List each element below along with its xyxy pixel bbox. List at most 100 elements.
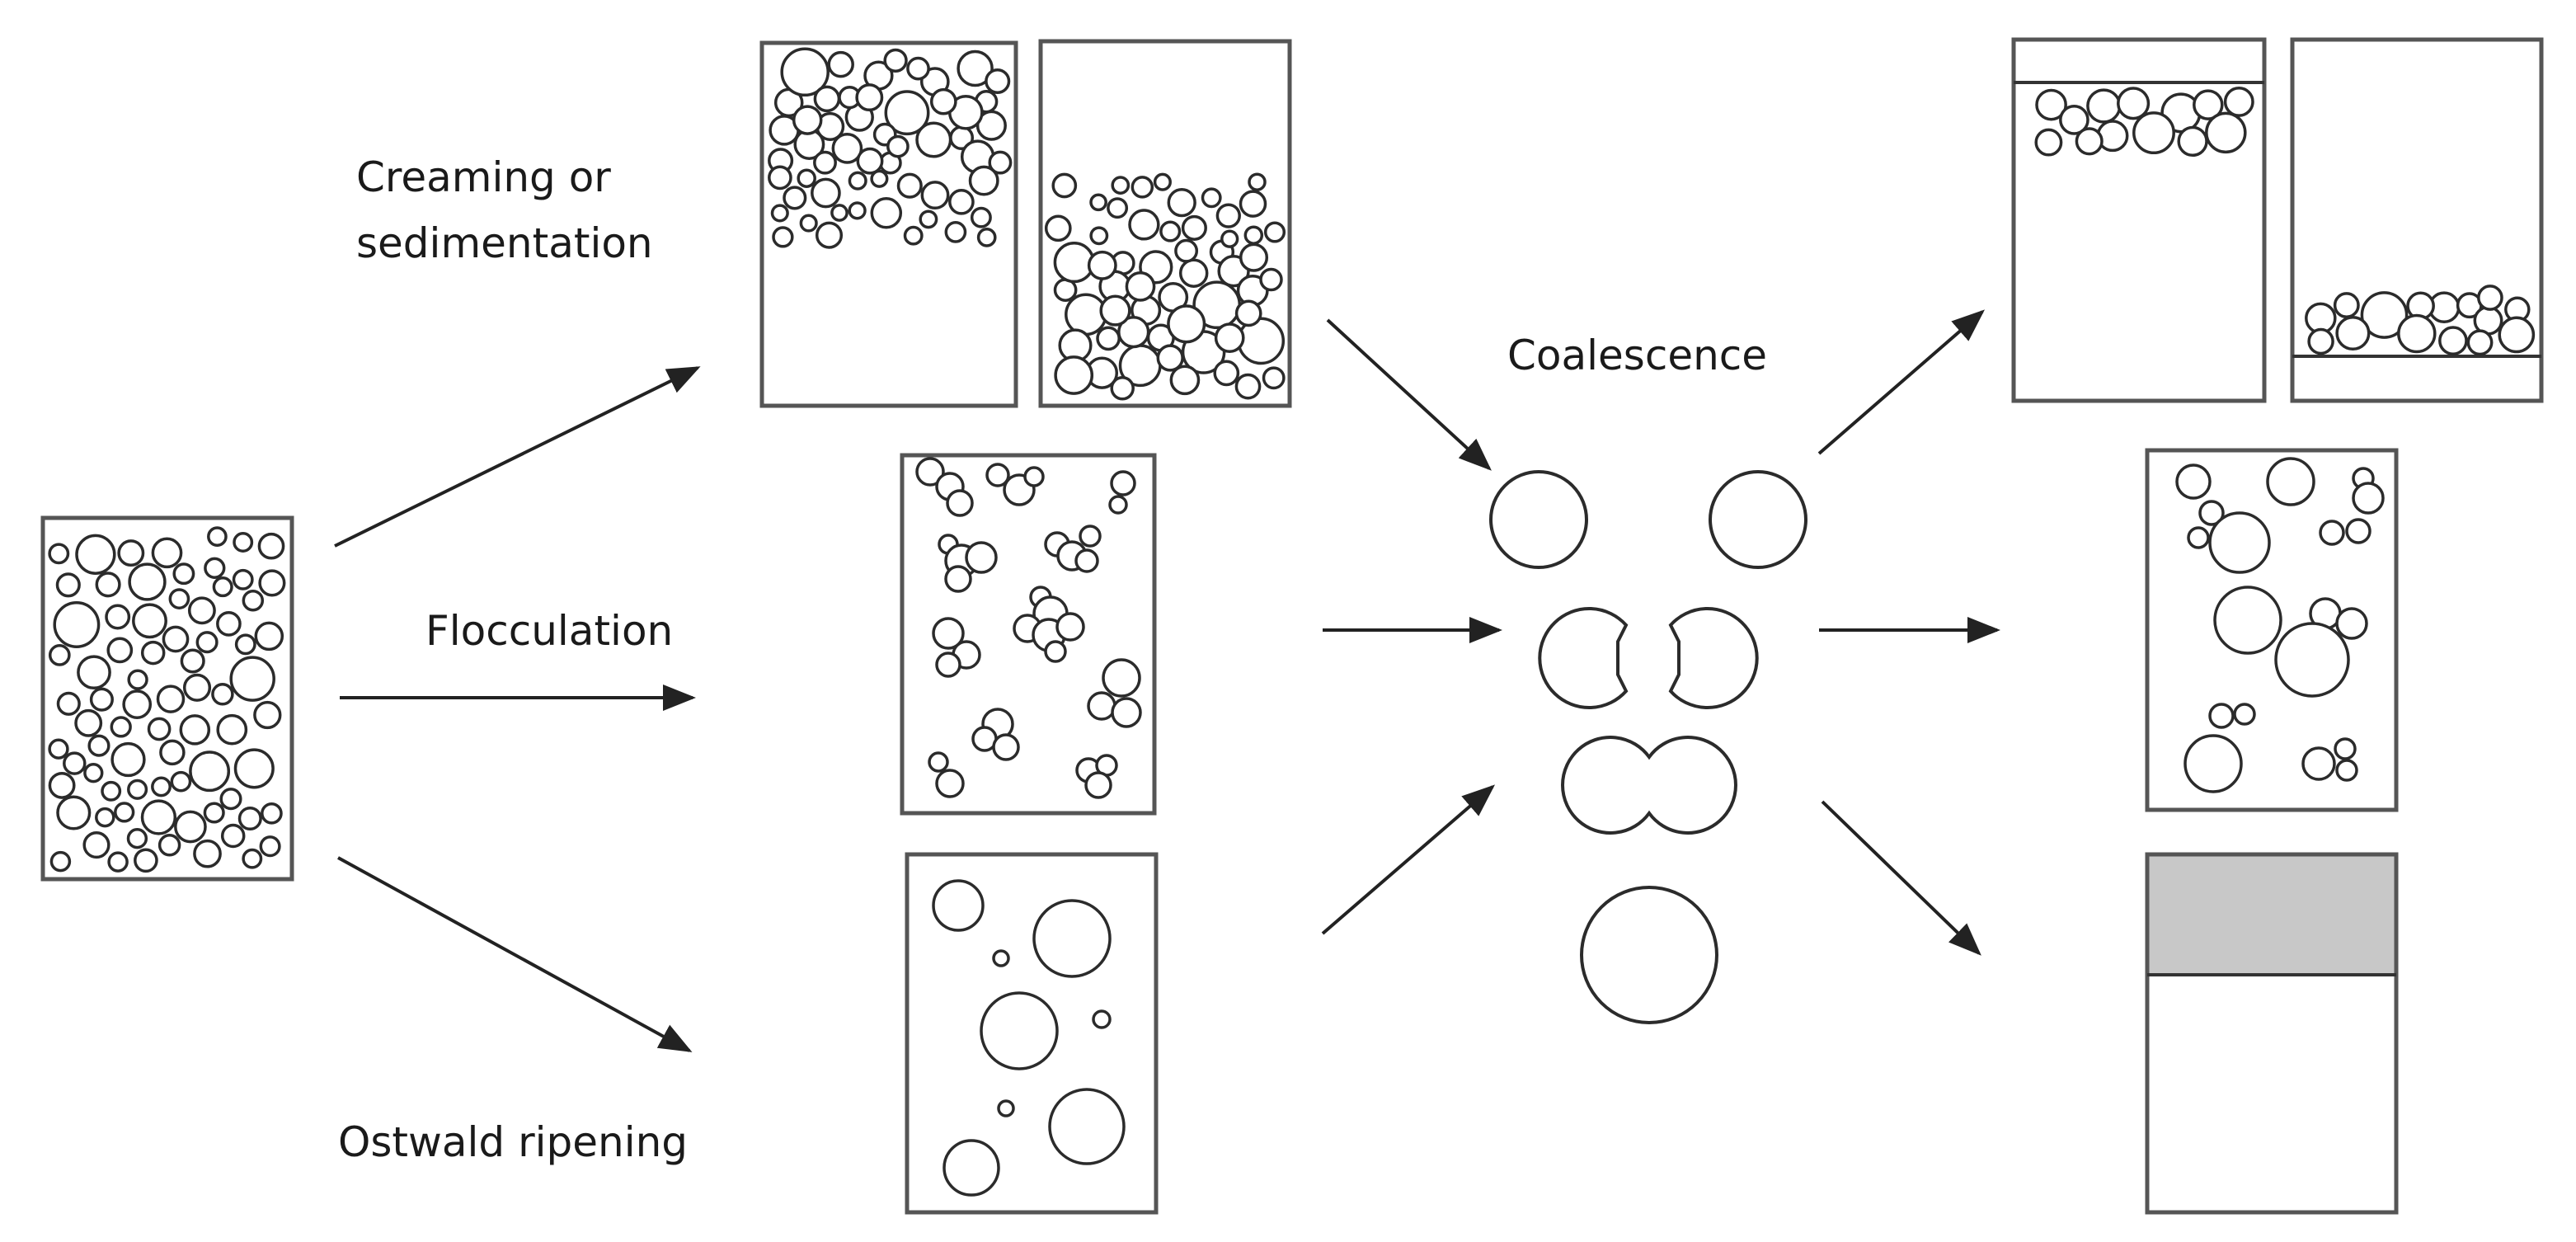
droplet bbox=[780, 47, 830, 97]
droplet bbox=[182, 673, 212, 702]
droplet bbox=[1243, 225, 1264, 245]
droplet bbox=[233, 532, 254, 553]
droplet bbox=[156, 685, 186, 713]
droplet bbox=[1099, 294, 1131, 327]
droplet bbox=[126, 828, 148, 849]
droplet bbox=[232, 568, 254, 590]
droplet bbox=[172, 562, 195, 586]
droplet bbox=[831, 133, 863, 164]
droplet bbox=[74, 708, 103, 737]
droplet bbox=[114, 802, 135, 823]
droplet bbox=[253, 700, 282, 730]
droplet bbox=[2117, 87, 2151, 120]
droplet bbox=[127, 669, 148, 690]
droplet bbox=[985, 68, 1011, 95]
coalesced-flocs-box bbox=[2145, 448, 2399, 812]
coalesced-droplet bbox=[2183, 734, 2243, 793]
droplet bbox=[259, 835, 281, 858]
droplet bbox=[1259, 267, 1283, 292]
coalesced-flocs-droplets bbox=[2175, 457, 2385, 793]
droplet bbox=[906, 56, 930, 81]
coalescence-droplet-a1 bbox=[1489, 470, 1588, 569]
droplet bbox=[2360, 291, 2409, 339]
droplet bbox=[56, 691, 81, 716]
floc-droplet bbox=[1055, 612, 1085, 642]
coalesced-droplet bbox=[2233, 703, 2256, 726]
floc-droplet bbox=[985, 463, 1010, 487]
floc-droplet bbox=[1087, 691, 1116, 721]
ostwald-droplet bbox=[992, 949, 1010, 967]
droplet bbox=[1220, 229, 1239, 248]
droplet bbox=[1178, 258, 1209, 288]
droplet bbox=[948, 188, 975, 215]
droplet bbox=[2498, 316, 2536, 354]
droplet bbox=[2223, 86, 2254, 117]
droplet bbox=[157, 834, 181, 857]
droplet bbox=[848, 201, 867, 220]
droplet bbox=[237, 806, 262, 831]
droplet bbox=[105, 604, 131, 630]
droplet bbox=[1169, 365, 1201, 396]
floc-droplet bbox=[1110, 470, 1136, 496]
droplet bbox=[48, 644, 71, 666]
floc-droplet bbox=[915, 457, 945, 487]
droplet bbox=[49, 850, 72, 873]
droplet bbox=[127, 779, 148, 800]
droplet bbox=[48, 543, 70, 565]
droplet bbox=[106, 637, 134, 664]
creaming-box bbox=[759, 40, 1018, 408]
droplet bbox=[53, 601, 101, 648]
droplet bbox=[797, 168, 816, 188]
droplet bbox=[151, 537, 183, 569]
droplet bbox=[258, 569, 286, 597]
floc-droplet bbox=[1084, 771, 1112, 799]
coalesced-droplet bbox=[2319, 520, 2345, 546]
coalescence-droplet-merged bbox=[1580, 886, 1718, 1024]
coalesced-droplet bbox=[2266, 457, 2315, 506]
droplet bbox=[2335, 315, 2371, 351]
droplet bbox=[813, 150, 837, 175]
droplet bbox=[1201, 187, 1222, 209]
droplet bbox=[1263, 221, 1286, 243]
droplet bbox=[770, 204, 789, 223]
sedimentation-box bbox=[1038, 39, 1292, 408]
droplet bbox=[212, 576, 233, 598]
ostwald-droplet bbox=[1048, 1088, 1126, 1165]
floc-droplet bbox=[1044, 640, 1067, 663]
droplet bbox=[1089, 193, 1107, 212]
droplet bbox=[1167, 187, 1196, 218]
droplet bbox=[768, 165, 792, 191]
flocculation-box bbox=[900, 453, 1157, 816]
droplet bbox=[2193, 89, 2224, 120]
droplet bbox=[2035, 88, 2067, 121]
droplet bbox=[883, 48, 908, 73]
arrow-creaming-to-coalescence bbox=[1326, 318, 1492, 471]
droplet bbox=[110, 716, 132, 738]
arrow-to-creaming bbox=[334, 366, 701, 548]
droplet bbox=[55, 572, 81, 598]
droplet bbox=[63, 751, 87, 775]
phase-separated-box bbox=[2145, 852, 2399, 1215]
coalesced-droplet bbox=[2175, 463, 2212, 500]
droplet bbox=[242, 589, 265, 612]
droplet bbox=[95, 572, 121, 598]
ostwald-droplet bbox=[980, 991, 1059, 1070]
coalesced-droplet bbox=[2208, 511, 2271, 574]
droplet bbox=[813, 85, 841, 113]
droplet bbox=[216, 611, 242, 637]
droplet bbox=[151, 776, 172, 797]
coalesced-droplet bbox=[2208, 703, 2235, 729]
initial-droplets bbox=[48, 526, 286, 873]
droplet bbox=[957, 49, 994, 87]
droplet bbox=[2438, 326, 2468, 355]
droplet bbox=[1167, 304, 1206, 344]
droplet bbox=[77, 655, 111, 690]
droplet bbox=[254, 621, 284, 652]
droplet bbox=[257, 532, 285, 560]
floc-droplet bbox=[1023, 466, 1045, 487]
droplet bbox=[2086, 88, 2122, 124]
droplet bbox=[988, 150, 1013, 175]
droplet bbox=[261, 802, 283, 825]
droplet bbox=[1248, 172, 1267, 191]
sedimentation-droplets bbox=[1044, 172, 1286, 401]
